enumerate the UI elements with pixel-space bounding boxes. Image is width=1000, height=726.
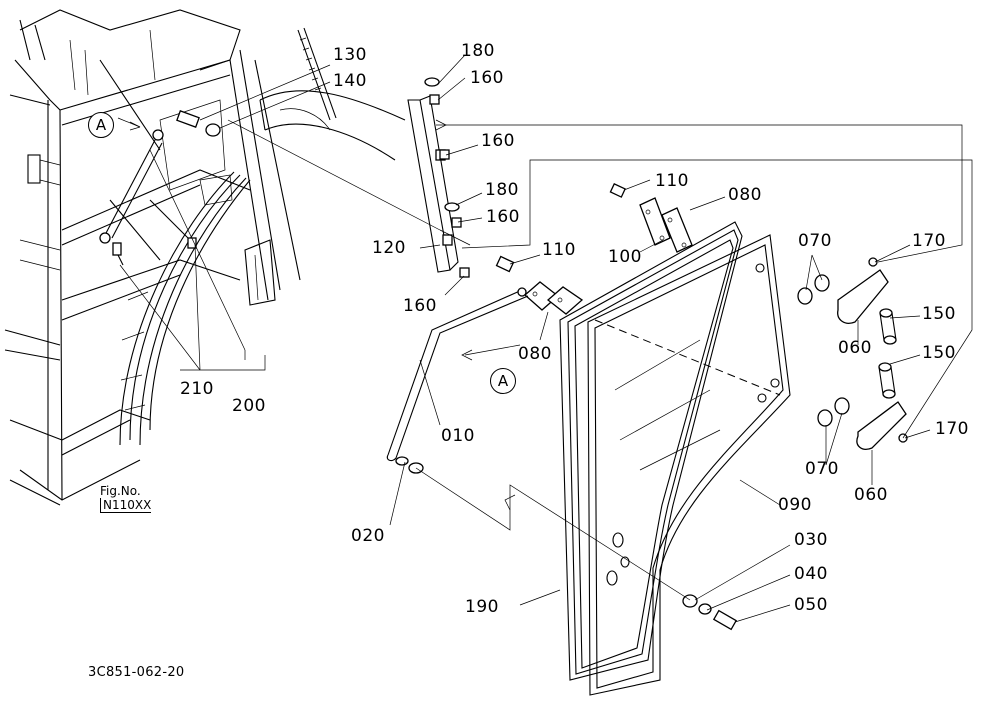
view-marker-a-upper: A <box>88 112 114 138</box>
callout-150: 150 <box>922 304 956 324</box>
hinge-060-lower <box>856 362 908 450</box>
callout-140: 140 <box>333 71 367 91</box>
callout-110: 110 <box>542 240 576 260</box>
callout-160: 160 <box>470 68 504 88</box>
callout-100: 100 <box>608 247 642 267</box>
callout-070: 070 <box>798 231 832 251</box>
fasteners-030-040-050 <box>682 594 738 631</box>
callout-110: 110 <box>655 171 689 191</box>
hinge-plates-upper <box>609 182 693 253</box>
callout-060: 060 <box>838 338 872 358</box>
callout-180: 180 <box>485 180 519 200</box>
callout-090: 090 <box>778 495 812 515</box>
callout-040: 040 <box>794 564 828 584</box>
callout-120: 120 <box>372 238 406 258</box>
callout-030: 030 <box>794 530 828 550</box>
callout-020: 020 <box>351 526 385 546</box>
callout-010: 010 <box>441 426 475 446</box>
callout-160: 160 <box>486 207 520 227</box>
bolt-130-washer-140 <box>176 110 221 137</box>
callout-050: 050 <box>794 595 828 615</box>
callout-150: 150 <box>922 343 956 363</box>
callout-170: 170 <box>935 419 969 439</box>
callout-200: 200 <box>232 396 266 416</box>
hinge-plates-lower <box>495 255 584 315</box>
callout-180: 180 <box>461 41 495 61</box>
drawing-number: 3C851-062-20 <box>88 665 185 680</box>
washers-070-upper <box>797 274 830 305</box>
figure-reference: Fig.No. N110XX <box>100 484 152 513</box>
figure-reference-number: N110XX <box>100 498 152 513</box>
callout-060: 060 <box>854 485 888 505</box>
hinge-rail-120 <box>407 95 459 273</box>
callout-130: 130 <box>333 45 367 65</box>
callout-160: 160 <box>403 296 437 316</box>
callout-210: 210 <box>180 379 214 399</box>
door-seal-190 <box>559 221 743 681</box>
door-glass-090 <box>587 234 791 696</box>
figure-reference-label: Fig.No. <box>100 484 141 498</box>
view-marker-a-lower: A <box>490 368 516 394</box>
callout-190: 190 <box>465 597 499 617</box>
leader-lines <box>117 54 973 623</box>
washers-070-lower <box>817 397 850 427</box>
callout-080: 080 <box>518 344 552 364</box>
bushings-160-180 <box>424 77 470 278</box>
callout-170: 170 <box>912 231 946 251</box>
callout-080: 080 <box>728 185 762 205</box>
callout-070: 070 <box>805 459 839 479</box>
hinge-060-upper <box>837 257 897 345</box>
callout-160: 160 <box>481 131 515 151</box>
